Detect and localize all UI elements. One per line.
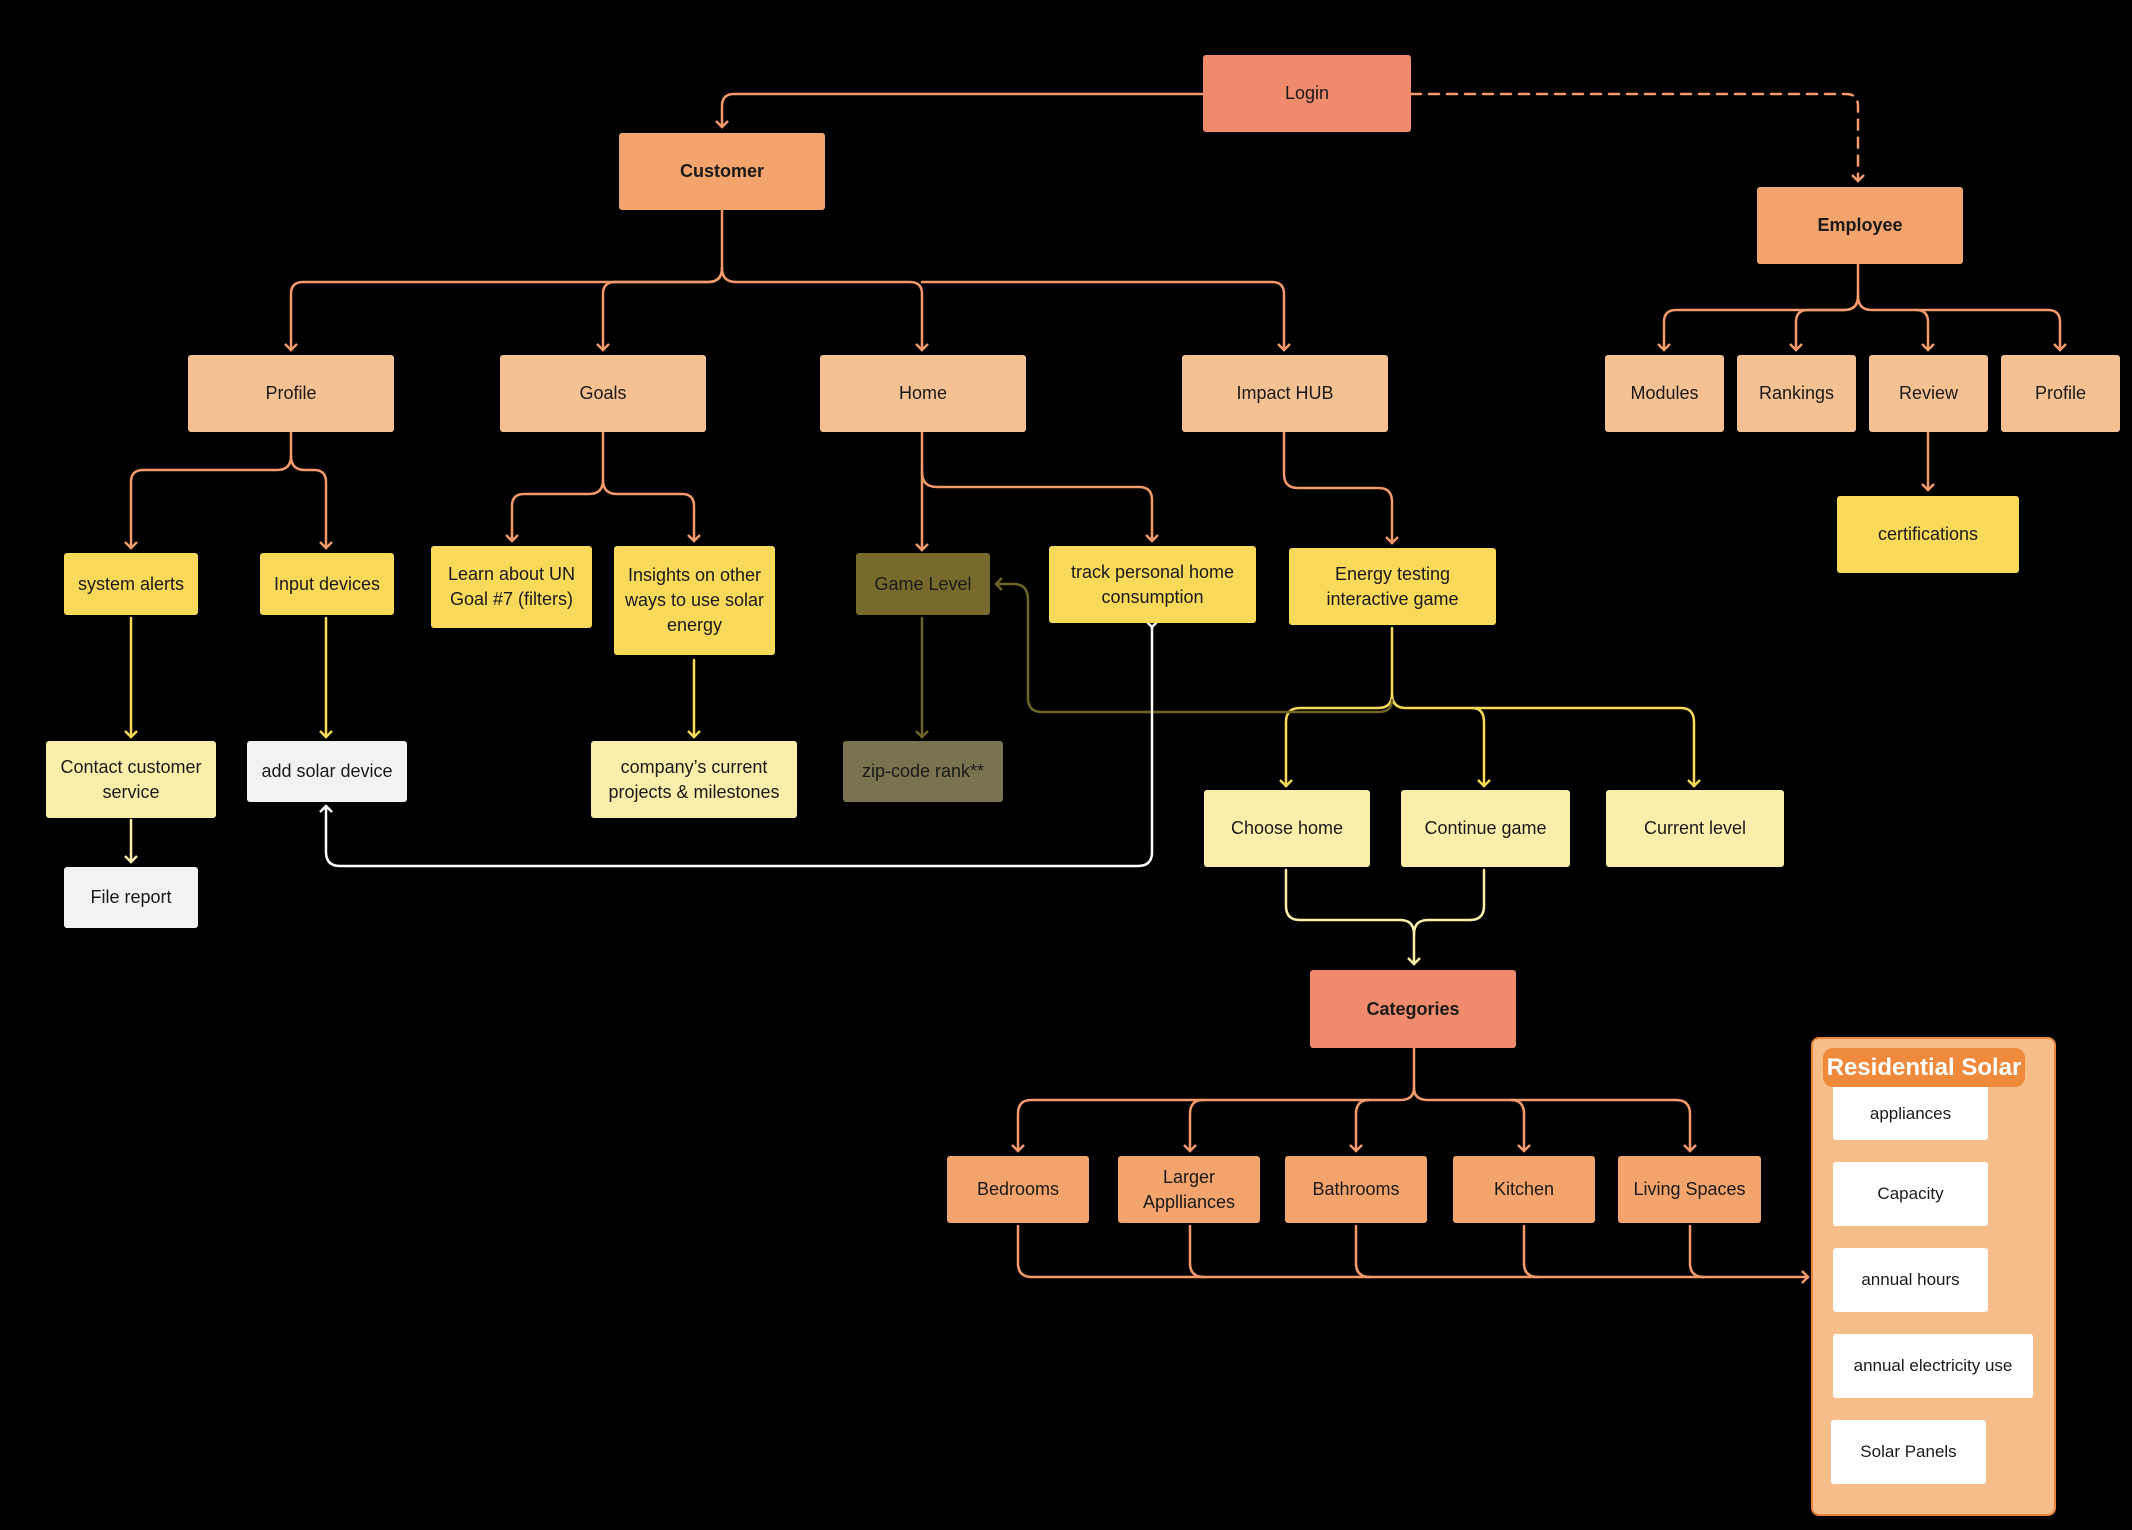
certifications-node[interactable]: certifications — [1837, 496, 2019, 573]
track-consumption-node[interactable]: track personal home consumption — [1049, 546, 1256, 623]
edge-energy-continue — [1390, 692, 1491, 788]
bedrooms-node[interactable]: Bedrooms — [947, 1156, 1089, 1223]
edge-choose-categories — [1284, 868, 1421, 966]
login-node[interactable]: Login — [1203, 55, 1411, 132]
edge-track-add-device — [319, 620, 1159, 868]
edge-energy-choose — [1279, 626, 1394, 788]
game-level-node[interactable]: Game Level — [856, 553, 990, 615]
edge-impact-energy — [1282, 430, 1399, 545]
choose-home-node[interactable]: Choose home — [1204, 790, 1370, 867]
edge-living-panel — [1688, 1224, 1706, 1279]
edge-customer-profile — [284, 208, 724, 352]
edge-energy-current — [1470, 706, 1701, 788]
edge-employee-profile — [1914, 308, 2067, 352]
panel-item-appliances[interactable]: appliances — [1833, 1087, 1988, 1140]
edge-larger-panel — [1188, 1224, 1206, 1279]
edge-home-track — [920, 470, 1159, 543]
continue-game-node[interactable]: Continue game — [1401, 790, 1570, 867]
edge-cat-bedrooms — [1011, 1046, 1416, 1153]
zip-code-rank-node[interactable]: zip-code rank** — [843, 741, 1003, 802]
file-report-node[interactable]: File report — [64, 867, 198, 928]
impact-hub-node[interactable]: Impact HUB — [1182, 355, 1388, 432]
edge-employee-rankings — [1789, 294, 1860, 352]
edge-profile-input — [289, 454, 333, 550]
energy-game-node[interactable]: Energy testing interactive game — [1289, 548, 1496, 625]
employee-profile-node[interactable]: Profile — [2001, 355, 2120, 432]
edge-cat-kitchen — [1412, 1086, 1531, 1153]
edge-profile-alerts — [124, 430, 293, 550]
edge-rooms-panel — [1016, 1224, 1810, 1284]
edge-continue-categories — [1412, 868, 1486, 936]
larger-appliances-node[interactable]: Larger Applliances — [1118, 1156, 1260, 1223]
learn-un-goal-node[interactable]: Learn about UN Goal #7 (filters) — [431, 546, 592, 628]
panel-item-annual-hours[interactable]: annual hours — [1833, 1248, 1988, 1312]
profile-node[interactable]: Profile — [188, 355, 394, 432]
system-alerts-node[interactable]: system alerts — [64, 553, 198, 615]
panel-item-solar-panels[interactable]: Solar Panels — [1831, 1420, 1986, 1484]
add-solar-device-node[interactable]: add solar device — [247, 741, 407, 802]
panel-item-capacity[interactable]: Capacity — [1833, 1162, 1988, 1226]
input-devices-node[interactable]: Input devices — [260, 553, 394, 615]
edge-login-employee — [1409, 92, 1865, 183]
home-node[interactable]: Home — [820, 355, 1026, 432]
goals-node[interactable]: Goals — [500, 355, 706, 432]
edge-bathrooms-panel — [1354, 1224, 1372, 1279]
review-node[interactable]: Review — [1869, 355, 1988, 432]
kitchen-node[interactable]: Kitchen — [1453, 1156, 1595, 1223]
company-projects-node[interactable]: company’s current projects & milestones — [591, 741, 797, 818]
panel-item-annual-electricity-use[interactable]: annual electricity use — [1833, 1334, 2033, 1398]
residential-solar-title: Residential Solar — [1823, 1048, 2025, 1087]
rankings-node[interactable]: Rankings — [1737, 355, 1856, 432]
edge-kitchen-panel — [1522, 1224, 1540, 1279]
customer-node[interactable]: Customer — [619, 133, 825, 210]
modules-node[interactable]: Modules — [1605, 355, 1724, 432]
edge-login-customer — [715, 92, 1205, 129]
current-level-node[interactable]: Current level — [1606, 790, 1784, 867]
edge-goals-learn — [505, 430, 605, 543]
living-spaces-node[interactable]: Living Spaces — [1618, 1156, 1761, 1223]
edge-cat-bathrooms — [1349, 1098, 1371, 1153]
categories-node[interactable]: Categories — [1310, 970, 1516, 1048]
edge-cat-living — [1509, 1098, 1697, 1153]
edge-cat-larger — [1183, 1098, 1205, 1153]
edge-employee-review — [1856, 294, 1935, 352]
insights-solar-node[interactable]: Insights on other ways to use solar ener… — [614, 546, 775, 655]
edge-employee-modules — [1657, 262, 1860, 352]
edge-customer-goals — [596, 266, 724, 352]
edge-goals-insights — [601, 478, 701, 543]
bathrooms-node[interactable]: Bathrooms — [1285, 1156, 1427, 1223]
edge-customer-home — [720, 266, 929, 352]
edge-customer-impact — [920, 280, 1291, 352]
employee-node[interactable]: Employee — [1757, 187, 1963, 264]
contact-service-node[interactable]: Contact customer service — [46, 741, 216, 818]
